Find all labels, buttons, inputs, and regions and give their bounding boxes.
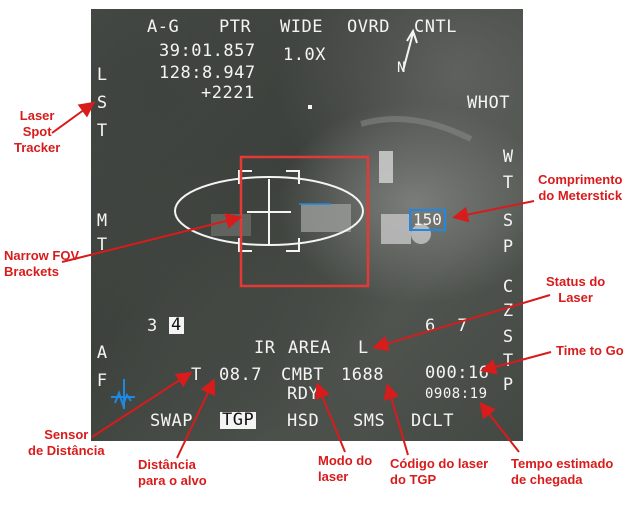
page-4[interactable]: 4 — [169, 315, 184, 335]
osb-cz-z: Z — [502, 301, 514, 321]
range-sensor: T — [191, 365, 202, 385]
aim-dot — [308, 105, 312, 109]
annotation-modo-laser: Modo do laser — [318, 453, 373, 484]
north-label: N — [397, 60, 406, 76]
annotation-sensor-distancia: Sensor de Distância — [28, 427, 105, 458]
annotation-time-to-go: Time to Go — [556, 343, 624, 358]
osb-wt-t: T — [502, 173, 514, 193]
annotation-comprimento-meterstick: Comprimento do Meterstick — [538, 172, 623, 203]
annotation-narrow-fov: Narrow FOV Brackets — [4, 248, 80, 279]
meterstick-value: 150 — [409, 209, 446, 231]
osb-mt-t: T — [96, 235, 108, 255]
osb-ovrd[interactable]: OVRD — [347, 17, 390, 37]
osb-lst-t: T — [96, 121, 108, 141]
osb-sp-p: P — [502, 237, 514, 257]
osb-wt[interactable]: W T — [501, 149, 515, 201]
osb-cntl[interactable]: CNTL — [414, 17, 457, 37]
targeting-symbology — [174, 170, 364, 252]
osb-lst[interactable]: L S T — [95, 67, 109, 151]
annotation-tempo-estimado: Tempo estimado de chegada — [511, 456, 614, 487]
osb-stp-t: T — [502, 351, 514, 371]
longitude-readout: 128:8.947 — [159, 63, 256, 83]
osb-lst-l: L — [96, 65, 108, 85]
osb-stp-s: S — [502, 327, 514, 347]
ir-mode: IR — [254, 338, 276, 358]
laser-mode: CMBT — [281, 365, 324, 385]
osb-cz-c: C — [502, 277, 514, 297]
time-to-go: 000:16 — [425, 363, 490, 383]
laser-code: 1688 — [341, 365, 384, 385]
annotation-distancia-alvo: Distância para o alvo — [138, 457, 207, 488]
tab-swap[interactable]: SWAP — [150, 411, 193, 431]
elevation-readout: +2221 — [201, 83, 255, 103]
osb-wide[interactable]: WIDE — [280, 17, 323, 37]
page-3[interactable]: 3 — [147, 316, 158, 336]
laser-ready: RDY — [287, 384, 320, 404]
tab-dclt[interactable]: DCLT — [411, 411, 454, 431]
estimated-arrival-time: 0908:19 — [425, 386, 488, 402]
osb-af-a: A — [96, 343, 108, 363]
attitude-symbol-icon — [111, 379, 135, 409]
tab-tgp[interactable]: TGP — [220, 410, 257, 430]
annotation-codigo-laser: Código do laser do TGP — [390, 456, 489, 487]
latitude-readout: 39:01.857 — [159, 41, 256, 61]
north-arrow-icon — [402, 28, 418, 72]
tab-hsd[interactable]: HSD — [287, 411, 320, 431]
pages-6-7[interactable]: 6 7 — [425, 318, 468, 335]
osb-lst-s: S — [96, 93, 108, 113]
fov-bracket-highlight — [239, 155, 370, 288]
osb-mt[interactable]: M T — [95, 213, 109, 261]
annotation-laser-spot-tracker: Laser Spot Tracker — [14, 108, 61, 155]
osb-af[interactable]: A F — [95, 345, 109, 401]
osb-wt-w: W — [502, 147, 514, 167]
osb-whot[interactable]: WHOT — [467, 93, 510, 113]
osb-mt-m: M — [96, 211, 108, 231]
osb-cz[interactable]: C Z — [501, 279, 515, 327]
osb-stp-p: P — [502, 375, 514, 395]
osb-ptr[interactable]: PTR — [219, 17, 252, 37]
osb-sp[interactable]: S P — [501, 213, 515, 265]
tab-sms[interactable]: SMS — [353, 411, 386, 431]
annotation-status-laser: Status do Laser — [546, 274, 606, 305]
osb-af-f: F — [96, 371, 108, 391]
zoom-level: 1.0X — [283, 45, 326, 65]
laser-status: L — [358, 338, 369, 358]
osb-stp[interactable]: S T P — [501, 329, 515, 401]
target-range: 08.7 — [219, 365, 262, 385]
osb-a-g[interactable]: A-G — [147, 17, 180, 37]
osb-sp-s: S — [502, 211, 514, 231]
area-track-mode: AREA — [288, 338, 331, 358]
